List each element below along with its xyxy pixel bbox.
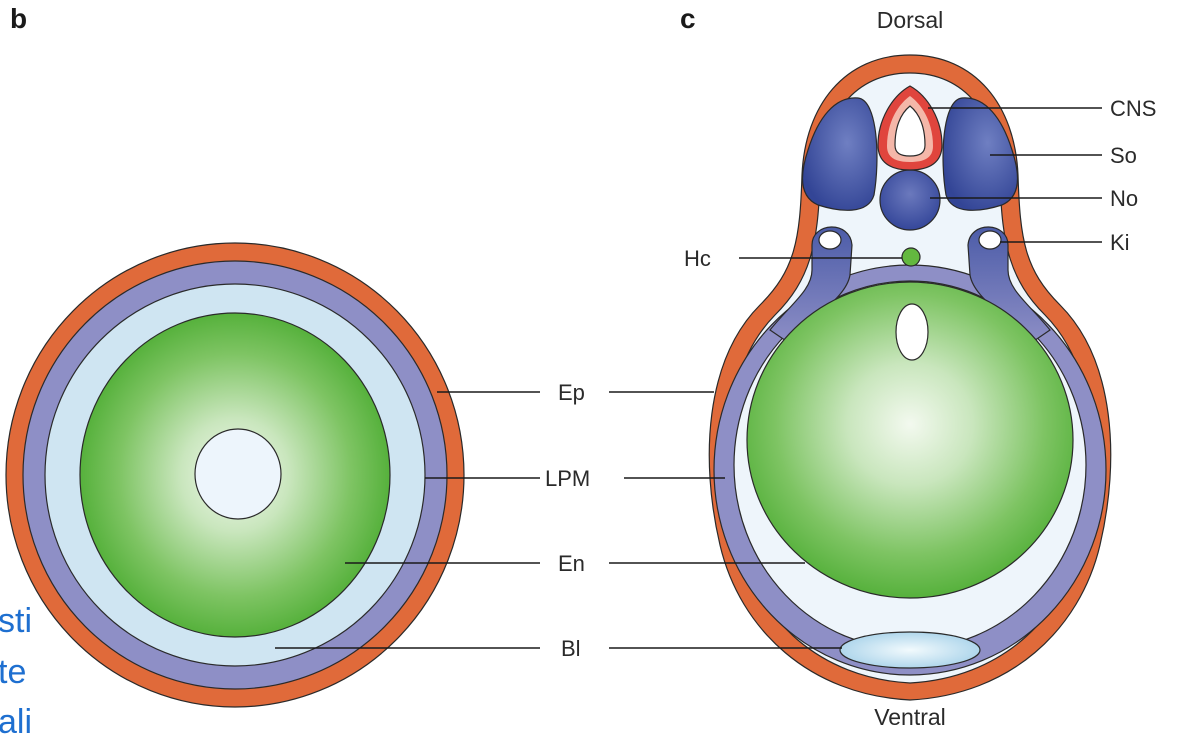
- panel-b-letter: b: [10, 3, 27, 34]
- panel-c-kidney-left-lumen: [819, 231, 841, 249]
- slide-text-fragments: sti te ali: [0, 602, 32, 735]
- dorsal-label: Dorsal: [877, 7, 943, 33]
- panel-c-kidney-right-lumen: [979, 231, 1001, 249]
- ventral-label: Ventral: [874, 704, 946, 730]
- label-hc: Hc: [684, 246, 711, 271]
- label-so: So: [1110, 143, 1137, 168]
- panel-b-gut-lumen: [195, 429, 281, 519]
- panel-b: b: [6, 3, 464, 707]
- panel-c-hypochord: [902, 248, 920, 266]
- panel-c-blood-island: [840, 632, 980, 668]
- label-bl: Bl: [561, 636, 581, 661]
- slide-text-line-3: ali: [0, 703, 32, 735]
- panel-c-somite-right: [943, 98, 1017, 210]
- panel-c-notochord: [880, 170, 940, 230]
- label-lpm: LPM: [545, 466, 590, 491]
- panel-c: c Dorsal Ventral: [680, 3, 1111, 730]
- label-cns: CNS: [1110, 96, 1156, 121]
- label-ep: Ep: [558, 380, 585, 405]
- label-en: En: [558, 551, 585, 576]
- panel-c-letter: c: [680, 3, 696, 34]
- label-no: No: [1110, 186, 1138, 211]
- slide-text-line-2: te: [0, 653, 26, 691]
- slide-text-line-1: sti: [0, 602, 32, 640]
- label-ki: Ki: [1110, 230, 1130, 255]
- panel-c-somite-left: [803, 98, 877, 210]
- panel-c-gut-lumen: [896, 304, 928, 360]
